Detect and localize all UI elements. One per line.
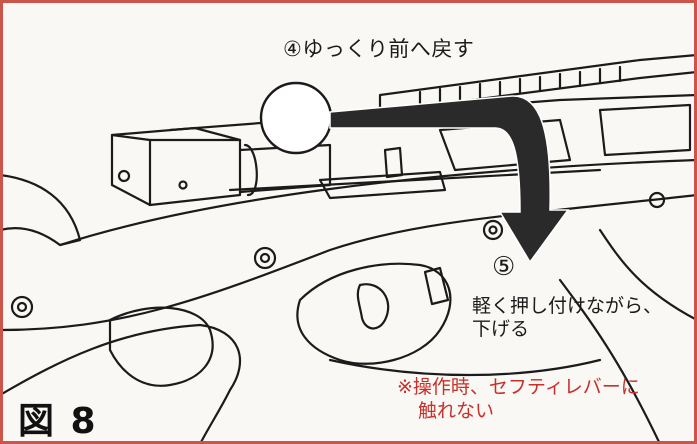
receiver-window (598, 103, 692, 157)
caution-note-line1: ※操作時、セフティレバーに (397, 376, 640, 398)
rifle-body-upper (58, 158, 697, 247)
lower-curve-right-2 (558, 278, 662, 444)
step-5-instruction-line2: 下げる (472, 318, 530, 340)
bolt-slide (318, 170, 447, 200)
rail-teeth (418, 65, 622, 108)
grip-cutout (108, 306, 214, 387)
lower-curve-right (598, 228, 697, 322)
step-5-instruction-line1: 軽く押し付けながら、 (472, 295, 663, 317)
figure-label: 図 8 (18, 401, 98, 442)
step-4-instruction: ④ゆっくり前へ戻す (283, 37, 475, 61)
bolt-block (110, 126, 242, 207)
screw-far-right (648, 191, 666, 209)
stock-bottom (0, 323, 242, 444)
trigger (356, 283, 390, 330)
action-arrow (329, 95, 570, 264)
screw-left-inner (16, 301, 28, 313)
screw-block (117, 169, 131, 183)
caution-note-line2: 触れない (418, 400, 495, 422)
under-body-line (328, 358, 602, 377)
trigger-guard (296, 262, 452, 365)
bolt-collar (243, 143, 258, 197)
magazine-release (423, 266, 450, 306)
screw-mid (253, 246, 277, 270)
screw-right (482, 219, 504, 241)
step-5-number: ⑤ (492, 252, 516, 282)
screw-mid-inner (259, 252, 271, 264)
screw-right-inner (488, 225, 498, 235)
small-hole (178, 180, 188, 190)
screw-left (10, 295, 34, 319)
